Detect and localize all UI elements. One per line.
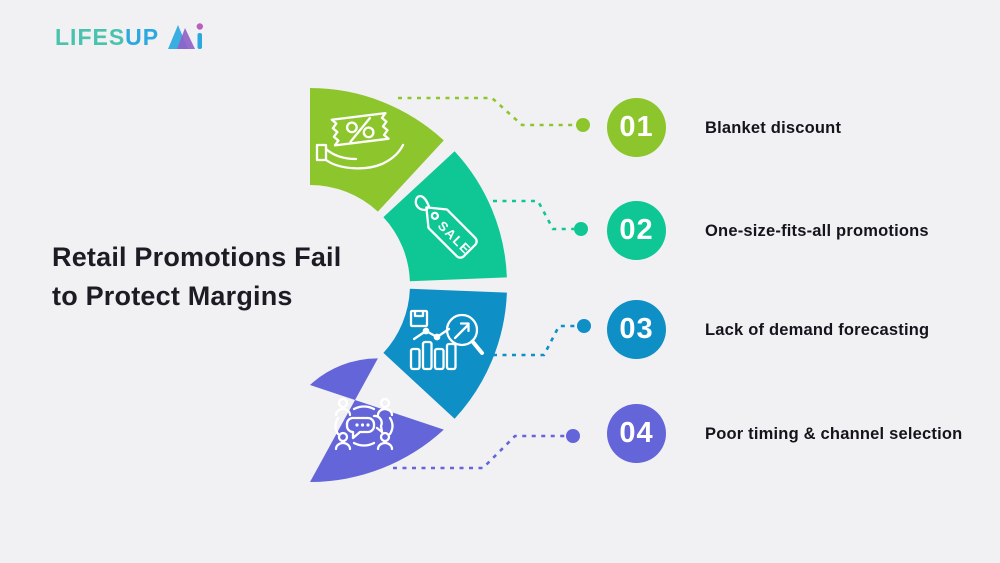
arc-segment-3 (383, 288, 507, 419)
connector-dot-2 (574, 222, 588, 236)
audience-chat-network-icon (334, 397, 394, 451)
page-title: Retail Promotions Fail to Protect Margin… (52, 238, 382, 316)
title-line-1: Retail Promotions Fail (52, 242, 342, 272)
logo-ai-mark-icon (168, 23, 204, 49)
arc-segment-2 (383, 151, 507, 282)
connector-line-3 (493, 324, 577, 357)
step-badge-04: 04 (607, 404, 666, 463)
step-label-04: Poor timing & channel selection (705, 424, 963, 443)
step-badge-03: 03 (607, 300, 666, 359)
step-label-03: Lack of demand forecasting (705, 320, 930, 339)
connector-dot-1 (576, 118, 590, 132)
step-badge-02: 02 (607, 201, 666, 260)
discount-coupon-hand-icon (315, 112, 405, 170)
step-badge-01: 01 (607, 98, 666, 157)
logo-text-secondary: UP (125, 24, 160, 50)
connector-dot-3 (577, 319, 591, 333)
connector-line-1 (398, 96, 576, 127)
logo-text-primary: LIFES (55, 24, 126, 50)
arc-segment-4 (310, 358, 444, 483)
demand-forecast-magnifier-icon (409, 309, 484, 371)
title-line-2: to Protect Margins (52, 281, 293, 311)
connector-line-2 (493, 199, 574, 231)
connector-dot-4 (566, 429, 580, 443)
step-label-02: One-size-fits-all promotions (705, 221, 929, 240)
step-label-01: Blanket discount (705, 118, 842, 137)
